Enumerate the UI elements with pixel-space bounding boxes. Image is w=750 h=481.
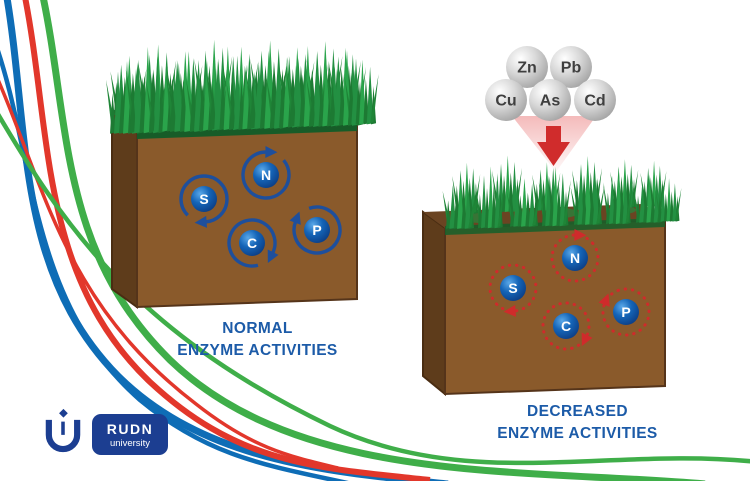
nutrient-cycle-n-right: N [550,228,600,283]
cycle-arrow-icon [574,228,587,241]
cycle-arrow-icon [265,145,278,158]
nutrient-sphere [553,313,579,339]
nutrient-cycle-c-right: C [541,301,593,351]
nutrient-label: N [261,167,271,183]
cycle-arrow-icon [194,215,208,228]
left-soil-block: S N C [106,39,379,309]
metal-label: Cu [495,93,516,110]
metal-sphere-cd: Cd [574,79,616,121]
nutrient-cycle-p-left: P [289,205,342,255]
cycle-arrow-icon [503,304,517,317]
metal-label: As [540,93,561,110]
rudn-logo-acronym: RUDN [106,420,154,437]
nutrient-label: S [508,280,517,296]
nutrient-label: C [561,318,571,334]
left-caption-line1: NORMAL [222,320,293,337]
rudn-emblem-icon [45,408,81,453]
metal-sphere-cu: Cu [485,79,527,121]
nutrient-label: P [621,304,630,320]
metal-sphere-zn: Zn [506,46,548,88]
right-soil-side-face [422,210,446,397]
left-caption: NORMAL ENZYME ACTIVITIES [140,318,375,362]
nutrient-cycle-p-right: P [598,287,651,337]
nutrient-sphere [304,217,330,243]
nutrient-sphere [613,299,639,325]
rudn-logo-plate: RUDN university [92,413,168,455]
right-caption-line2: ENZYME ACTIVITIES [497,425,658,442]
metal-label: Zn [517,60,537,77]
cycle-arrow-icon [267,249,279,263]
cycle-arrow-icon [581,332,593,346]
right-caption: DECREASED ENZYME ACTIVITIES [460,401,695,445]
left-soil-front-face [136,118,358,309]
metal-label: Pb [561,60,582,77]
nutrient-label: C [247,235,257,251]
metal-sphere-pb: Pb [550,46,592,88]
contamination-arrow-icon [537,126,570,166]
metal-sphere-as: As [529,79,571,121]
left-caption-line2: ENZYME ACTIVITIES [177,342,338,359]
nutrient-sphere [500,275,526,301]
left-grass-dense [106,39,379,134]
nutrient-label: N [570,250,580,266]
nutrient-label: S [199,191,208,207]
nutrient-sphere [191,186,217,212]
right-soil-block: S N C [422,116,682,397]
left-soil-side-face [111,108,138,309]
heavy-metals-cluster: Zn Pb Cu As Cd [485,46,616,121]
nutrient-sphere [562,245,588,271]
rudn-logo: RUDN university [40,408,168,460]
nutrient-cycle-s-right: S [488,263,538,317]
nutrient-cycle-s-left: S [179,174,229,228]
right-caption-line1: DECREASED [527,403,628,420]
metal-label: Cd [584,93,605,110]
nutrient-sphere [253,162,279,188]
nutrient-label: P [312,222,321,238]
cycle-arrow-icon [289,211,301,225]
nutrient-sphere [239,230,265,256]
cycle-arrow-icon [598,293,610,307]
rudn-logo-subtitle: university [109,437,151,449]
